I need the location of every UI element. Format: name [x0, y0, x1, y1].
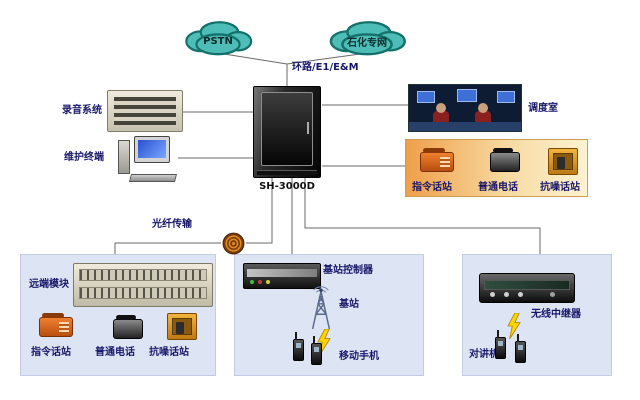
remote-module-rack-icon [73, 263, 213, 307]
command-phone-icon [420, 148, 454, 172]
bsc-front-panel [247, 269, 317, 277]
noise-station-label: 抗噪话站 [149, 347, 189, 358]
computer-monitor [134, 136, 170, 163]
private-network-cloud: 石化专网 [326, 20, 408, 58]
mobile-handset-icon [311, 336, 322, 365]
lightning-icon [507, 313, 521, 339]
noise-station-icon [548, 148, 578, 175]
intercom-label: 对讲机 [469, 349, 499, 360]
command-phone-icon [39, 313, 73, 337]
mobile-handset-icon [293, 332, 304, 361]
base-station-zone: 基站控制器 基站 移动手机 [234, 254, 424, 376]
console-screen [417, 91, 435, 103]
bsc-status-lights [250, 280, 254, 284]
pstn-cloud: PSTN [182, 20, 254, 58]
ordinary-phone-icon [113, 315, 143, 339]
repeater-zone: 无线中继器 对讲机 [462, 254, 612, 376]
computer-screen [138, 140, 166, 158]
operator-figure [475, 111, 491, 123]
cabinet-base [257, 170, 317, 175]
walkie-talkie-icon [495, 330, 506, 359]
console-screen [497, 91, 515, 103]
computer-tower [118, 140, 130, 174]
private-network-cloud-icon [329, 21, 406, 56]
fiber-coil-icon [222, 232, 245, 255]
private-network-cloud-label: 石化专网 [347, 37, 387, 49]
cabinet-door [261, 92, 313, 166]
noise-station-icon [167, 313, 197, 340]
recording-system-icon [107, 90, 183, 132]
operator-figure [433, 111, 449, 123]
repeater-label: 无线中继器 [531, 309, 581, 320]
repeater-device-icon [479, 273, 575, 303]
antenna-tower-icon [311, 286, 331, 330]
base-station-label: 基站 [339, 299, 359, 310]
operator-head [436, 103, 446, 113]
remote-rack-row [79, 269, 207, 281]
remote-module-zone: 远端模块 指令话站 普通电话 抗噪话站 [20, 254, 216, 376]
repeater-knobs [490, 292, 495, 297]
maintenance-terminal-label: 维护终端 [64, 152, 104, 163]
fiber-transmission-label: 光纤传输 [152, 219, 192, 230]
command-station-label: 指令话站 [412, 182, 452, 193]
console-screen [457, 89, 477, 102]
maintenance-terminal-icon [118, 136, 180, 182]
console-desk [409, 122, 521, 131]
computer-keyboard [129, 174, 177, 182]
walkie-talkie-icon [515, 334, 526, 363]
pstn-cloud-label: PSTN [203, 35, 233, 47]
noise-station-label: 抗噪话站 [540, 182, 580, 193]
mobile-phone-label: 移动手机 [339, 351, 379, 362]
trunk-line-label: 环路/E1/E&M [292, 62, 359, 73]
server-cabinet-icon [253, 86, 321, 178]
command-station-label: 指令话站 [31, 347, 71, 358]
cabinet-model-label: SH-3000D [259, 181, 315, 192]
operator-head [478, 103, 488, 113]
recording-rack-slots [114, 97, 176, 125]
remote-rack-row [79, 287, 207, 299]
station-panel: 指令话站 普通电话 抗噪话站 [405, 139, 588, 197]
pstn-cloud-icon [185, 21, 253, 56]
bsc-device-icon [243, 263, 321, 289]
dispatch-room-label: 调度室 [528, 103, 558, 114]
repeater-display [484, 280, 570, 290]
bsc-label: 基站控制器 [323, 265, 373, 276]
ordinary-phone-label: 普通电话 [95, 347, 135, 358]
dispatch-room-photo [408, 84, 522, 132]
ordinary-phone-icon [490, 148, 520, 172]
ordinary-phone-label: 普通电话 [478, 182, 518, 193]
recording-system-label: 录音系统 [62, 105, 102, 116]
remote-module-label: 远端模块 [29, 279, 69, 290]
